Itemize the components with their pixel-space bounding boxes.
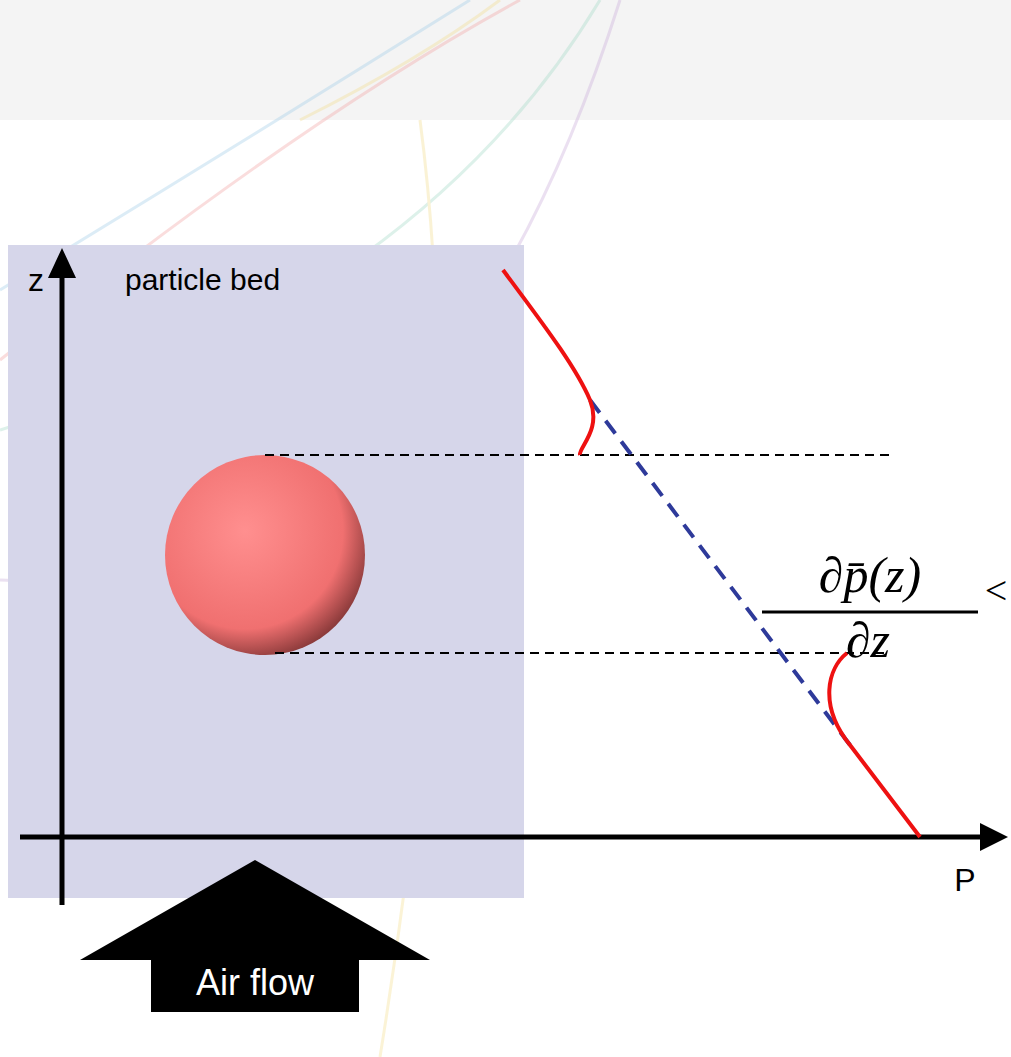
p-axis bbox=[20, 835, 985, 840]
mean-pressure-line bbox=[590, 400, 850, 745]
p-axis-head bbox=[980, 823, 1008, 851]
pressure-curve bbox=[829, 653, 920, 837]
z-axis bbox=[60, 272, 65, 905]
pressure-curve bbox=[503, 270, 593, 455]
z-axis-head bbox=[48, 248, 76, 278]
airflow-arrowhead bbox=[80, 860, 430, 960]
airflow-box: Air flow bbox=[151, 958, 359, 1012]
particle-sphere bbox=[165, 455, 365, 655]
formula-denominator: ∂z bbox=[846, 611, 890, 669]
dashed-guide bbox=[265, 454, 890, 456]
particle-bed-fill bbox=[8, 245, 524, 898]
background-arcs bbox=[0, 0, 620, 1057]
axis-label: P bbox=[954, 862, 975, 899]
formula-relation: < bbox=[985, 567, 1008, 614]
node-text: Air flow bbox=[157, 962, 353, 1004]
formula-numerator: ∂p̄(z) bbox=[819, 546, 921, 604]
axis-label: z bbox=[28, 262, 44, 299]
node-text: particle bed bbox=[125, 263, 524, 297]
particle-bed: particle bed bbox=[8, 245, 524, 898]
top-band bbox=[0, 0, 1011, 120]
dashed-guide bbox=[275, 652, 890, 654]
